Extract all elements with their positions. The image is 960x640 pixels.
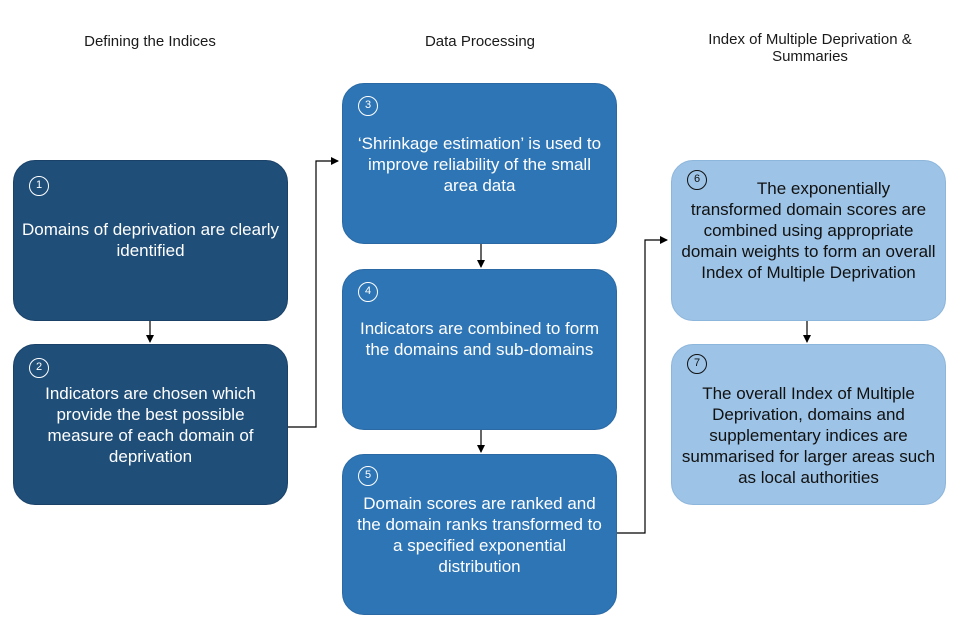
step-number-badge: 3 [358, 96, 378, 116]
step-4-box: 4 Indicators are combined to form the do… [342, 269, 617, 430]
step-text: ‘Shrinkage estimation’ is used to improv… [357, 134, 602, 195]
column-title-imd: Index of Multiple Deprivation & Summarie… [708, 31, 912, 65]
step-number-badge: 7 [687, 354, 707, 374]
arrow-2-to-3 [287, 157, 339, 428]
step-3-box: 3 ‘Shrinkage estimation’ is used to impr… [342, 83, 617, 244]
step-text: Domains of deprivation are clearly ident… [22, 220, 280, 260]
step-number-badge: 4 [358, 282, 378, 302]
step-7-box: 7 The overall Index of Multiple Deprivat… [671, 344, 946, 505]
step-6-box: 6 The exponentially transformed domain s… [671, 160, 946, 321]
step-number-badge: 5 [358, 466, 378, 486]
step-number-badge: 2 [29, 358, 49, 378]
step-5-box: 5 Domain scores are ranked and the domai… [342, 454, 617, 615]
step-text: Domain scores are ranked and the domain … [357, 494, 602, 576]
step-text: Indicators are combined to form the doma… [359, 319, 600, 359]
step-text: Indicators are chosen which provide the … [45, 384, 256, 466]
step-number-badge: 1 [29, 176, 49, 196]
column-title-processing: Data Processing [424, 33, 536, 50]
step-text: The overall Index of Multiple Deprivatio… [681, 384, 936, 487]
step-1-box: 1 Domains of deprivation are clearly ide… [13, 160, 288, 321]
step-2-box: 2 Indicators are chosen which provide th… [13, 344, 288, 505]
step-number-badge: 6 [687, 170, 707, 190]
column-title-defining: Defining the Indices [84, 33, 216, 50]
arrow-5-to-6 [616, 236, 668, 534]
step-text: The exponentially transformed domain sco… [681, 179, 936, 282]
